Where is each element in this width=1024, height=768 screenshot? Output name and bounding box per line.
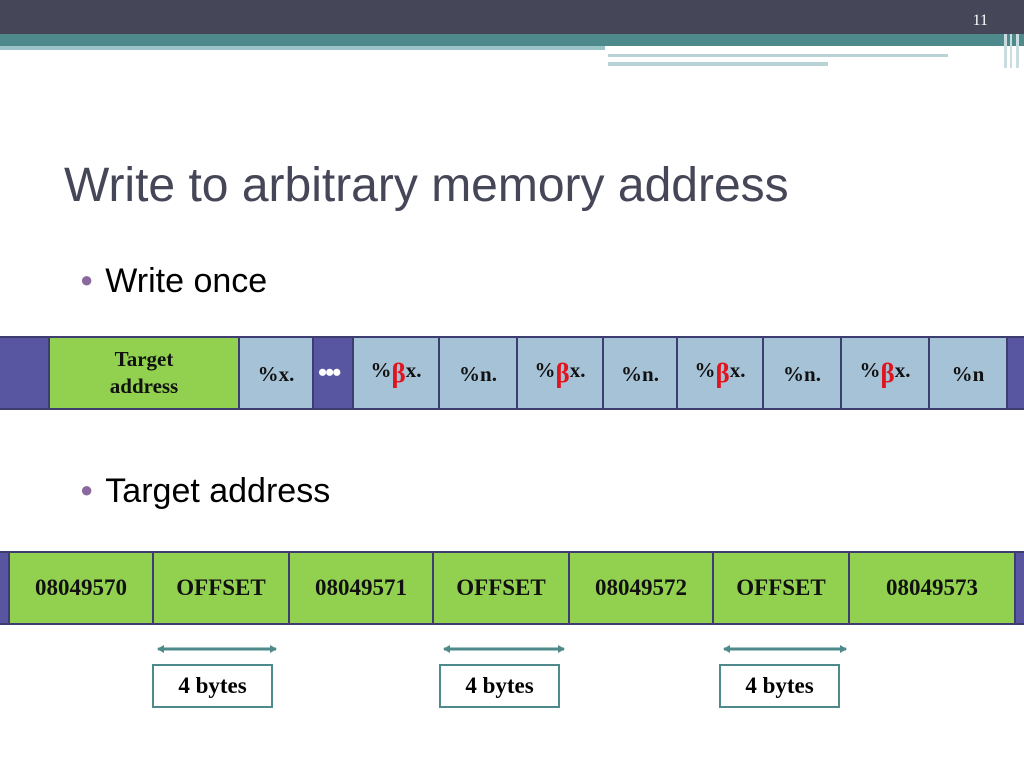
header-stripe bbox=[1016, 34, 1019, 68]
header-stripe bbox=[1010, 34, 1012, 68]
address-cell: 08049570 bbox=[8, 551, 154, 625]
offset-cell: OFFSET bbox=[712, 551, 850, 625]
format-suffix: x. bbox=[569, 358, 586, 382]
target-line: Target bbox=[114, 346, 174, 371]
span-label: 4 bytes bbox=[439, 664, 560, 708]
header-stripe bbox=[1004, 34, 1007, 68]
row-edge-cell bbox=[1006, 336, 1024, 410]
bullet-dot-icon: ● bbox=[80, 477, 94, 502]
target-address-cell: Target address bbox=[48, 336, 240, 410]
address-cell: 08049573 bbox=[848, 551, 1016, 625]
row-edge-cell bbox=[0, 336, 50, 410]
format-cell: %x. bbox=[238, 336, 314, 410]
slide-number: 11 bbox=[972, 12, 988, 29]
bullet-text: Target address bbox=[105, 472, 331, 510]
span-label: 4 bytes bbox=[719, 664, 840, 708]
bullet-item: ● Write once bbox=[80, 262, 267, 301]
format-cell: %n. bbox=[602, 336, 678, 410]
format-suffix: x. bbox=[894, 358, 911, 382]
percent-sign: % bbox=[370, 358, 392, 382]
bullet-dot-icon: ● bbox=[80, 267, 94, 292]
ellipsis-dots: ••• bbox=[318, 358, 341, 387]
header-band bbox=[0, 0, 1024, 34]
span-label: 4 bytes bbox=[152, 664, 273, 708]
target-line: address bbox=[109, 374, 179, 398]
bullet-item: ● Target address bbox=[80, 472, 330, 511]
gap-cell bbox=[312, 336, 354, 410]
format-suffix: x. bbox=[405, 358, 422, 382]
format-suffix: x. bbox=[729, 358, 746, 382]
format-cell: %n. bbox=[762, 336, 842, 410]
header-gap bbox=[605, 46, 1024, 50]
format-cell: %n. bbox=[438, 336, 518, 410]
format-cell: %n bbox=[928, 336, 1008, 410]
header-accent-band bbox=[0, 34, 1024, 46]
address-cell: 08049571 bbox=[288, 551, 434, 625]
span-arrows bbox=[157, 645, 847, 653]
address-row: 08049570 OFFSET 08049571 OFFSET 08049572… bbox=[0, 551, 1024, 625]
address-cell: 08049572 bbox=[568, 551, 714, 625]
offset-cell: OFFSET bbox=[432, 551, 570, 625]
percent-sign: % bbox=[534, 358, 556, 382]
slide-title: Write to arbitrary memory address bbox=[64, 159, 789, 212]
beta-symbol: β bbox=[555, 358, 570, 388]
header-accent-line bbox=[0, 46, 605, 50]
percent-sign: % bbox=[694, 358, 716, 382]
header-rule-top bbox=[608, 54, 948, 57]
beta-symbol: β bbox=[715, 358, 730, 388]
beta-symbol: β bbox=[880, 358, 895, 388]
row-edge-cell bbox=[1014, 551, 1024, 625]
beta-symbol: β bbox=[391, 358, 406, 388]
offset-cell: OFFSET bbox=[152, 551, 290, 625]
header-rule-bottom bbox=[608, 62, 828, 66]
bullet-text: Write once bbox=[105, 262, 268, 300]
percent-sign: % bbox=[859, 358, 881, 382]
